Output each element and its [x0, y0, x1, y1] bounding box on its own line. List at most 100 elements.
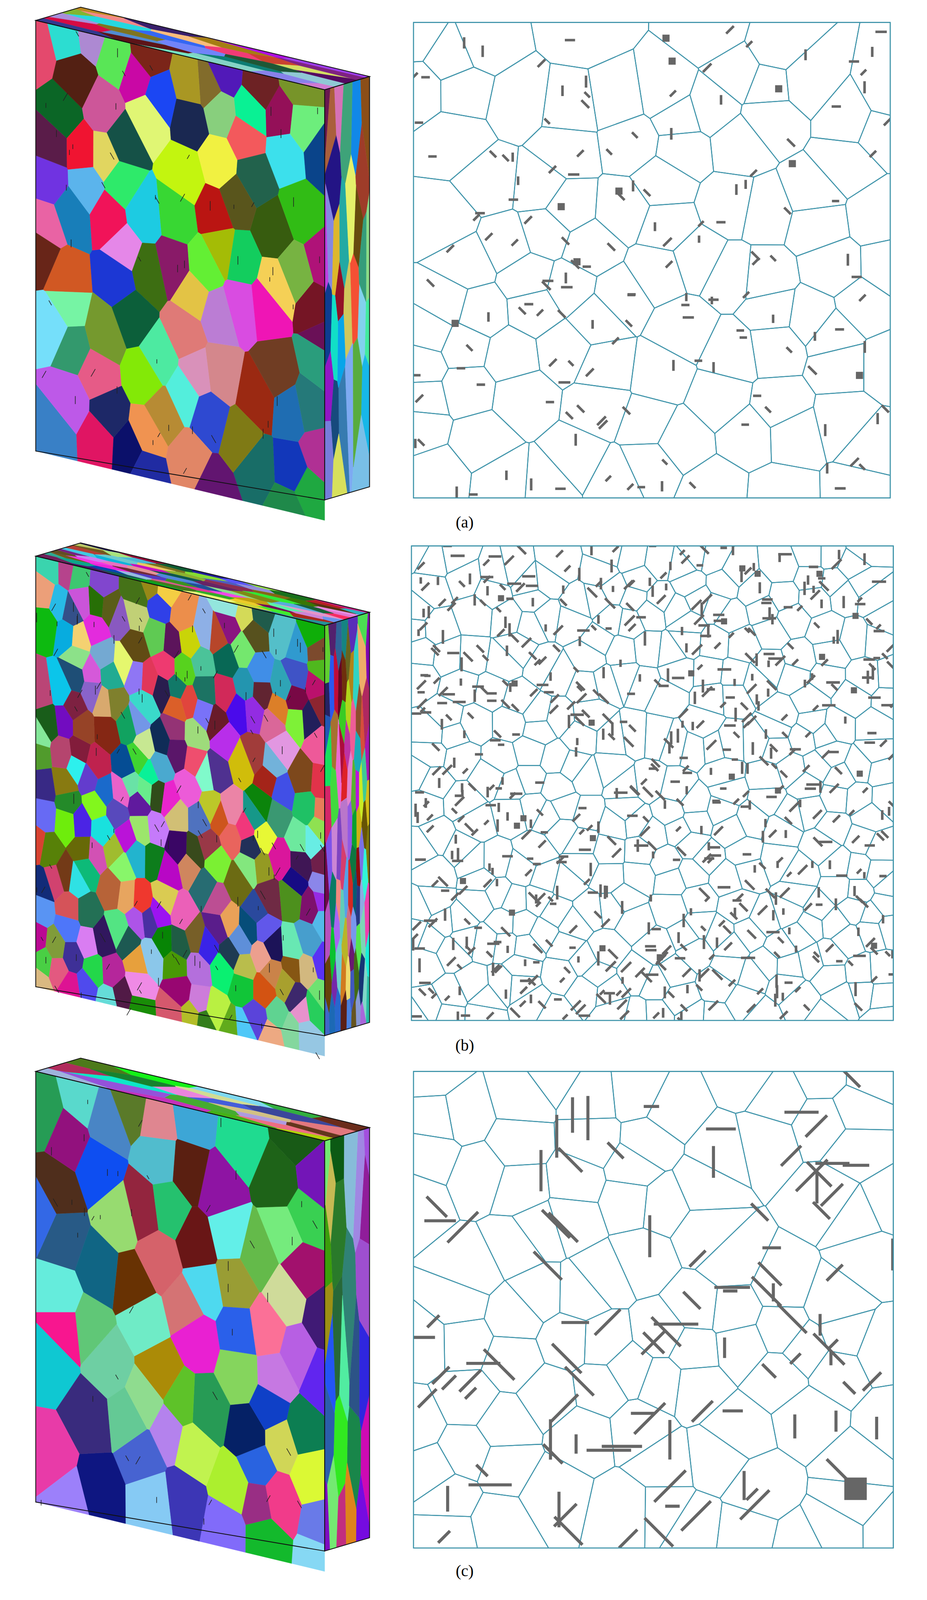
- twin-tick: [139, 618, 143, 623]
- twin-mark: [414, 803, 417, 818]
- grain-boundary: [583, 583, 610, 620]
- twin-tick: [182, 950, 187, 958]
- twin-tick: [56, 130, 57, 138]
- grain-cell: [308, 690, 325, 727]
- twin-mark: [685, 786, 688, 795]
- grain-cell: [243, 790, 266, 833]
- grain-boundary: [710, 814, 747, 849]
- twin-tick: [201, 906, 202, 913]
- box-edge: [35, 556, 326, 1037]
- grain-cell: [121, 768, 140, 800]
- grain-cell: [330, 764, 339, 829]
- grain-boundary: [558, 579, 592, 619]
- twin-mark: [615, 788, 618, 799]
- grain-boundary: [713, 931, 751, 959]
- defect-marks: [411, 546, 894, 1022]
- grain-boundary: [649, 797, 685, 826]
- twin-mark: [460, 657, 463, 672]
- twin-mark: [689, 482, 696, 489]
- grain-cell: [199, 786, 221, 827]
- twin-tick: [91, 1216, 95, 1221]
- twin-mark: [697, 664, 703, 670]
- twin-mark: [821, 659, 828, 667]
- grain-cell: [276, 69, 347, 87]
- twin-mark: [438, 876, 449, 887]
- twin-mark: [860, 69, 867, 76]
- grain-boundary: [870, 949, 894, 985]
- side-face: [324, 612, 370, 1037]
- twin-mark: [843, 716, 847, 724]
- grain-boundary: [413, 345, 449, 383]
- grain-cell: [35, 700, 59, 745]
- twin-mark: [702, 63, 712, 73]
- twin-mark: [888, 973, 894, 976]
- grain-boundary: [809, 965, 847, 997]
- grain-cell: [117, 875, 136, 917]
- twin-mark: [804, 903, 812, 911]
- twin-mark: [485, 804, 496, 807]
- twin-mark: [459, 678, 462, 686]
- grain-cell: [92, 683, 112, 721]
- grain-boundary: [441, 722, 470, 750]
- grain-cell: [58, 561, 74, 592]
- twin-mark: [832, 199, 840, 203]
- grain-boundary: [699, 624, 730, 660]
- grain-cell: [162, 694, 187, 723]
- grain-boundary: [789, 683, 832, 714]
- twin-tick: [135, 1456, 141, 1465]
- grain-boundary: [568, 940, 598, 977]
- twin-mark: [603, 992, 615, 995]
- grain-cell: [341, 649, 347, 704]
- grain-cell: [73, 855, 101, 894]
- twin-tick: [267, 421, 269, 428]
- twin-mark: [813, 622, 820, 628]
- grain-boundary: [557, 905, 594, 941]
- twin-mark: [608, 994, 612, 1005]
- twin-mark: [488, 863, 491, 872]
- twin-tick: [77, 1233, 79, 1238]
- grain-boundary: [447, 409, 527, 474]
- twin-tick: [70, 239, 72, 248]
- twin-mark: [475, 211, 485, 215]
- grain-cell: [292, 615, 333, 626]
- twin-tick: [71, 1199, 73, 1206]
- twin-mark: [455, 486, 458, 498]
- grain-boundary: [411, 883, 432, 923]
- twin-mark: [415, 394, 424, 403]
- twin-mark: [864, 741, 875, 745]
- twin-tick: [51, 604, 56, 612]
- grain-cell: [345, 1460, 357, 1546]
- grain-boundary: [512, 909, 538, 937]
- grain-cell: [274, 966, 295, 1006]
- twin-mark: [428, 988, 434, 994]
- twin-tick: [56, 621, 58, 627]
- twin-tick: [138, 637, 143, 644]
- void-mark: [662, 34, 670, 42]
- grain-boundary: [531, 800, 560, 836]
- twin-mark: [432, 880, 439, 887]
- grain-cell: [278, 879, 303, 926]
- twin-tick: [257, 906, 259, 911]
- twin-mark: [712, 801, 721, 804]
- twin-mark: [693, 691, 697, 705]
- grain-boundary: [683, 369, 753, 434]
- twin-mark: [712, 969, 723, 980]
- twin-mark: [545, 939, 553, 947]
- grain-boundary: [680, 779, 711, 814]
- grain-boundary: [577, 553, 620, 587]
- twin-mark: [491, 962, 495, 977]
- twin-tick: [96, 682, 101, 690]
- grain-boundary: [694, 171, 754, 241]
- twin-mark: [587, 891, 599, 894]
- twin-mark: [564, 967, 571, 974]
- twin-mark: [414, 121, 424, 124]
- twin-mark: [651, 851, 655, 859]
- twin-tick: [197, 726, 199, 735]
- twin-mark: [564, 272, 567, 284]
- twin-mark: [804, 49, 807, 61]
- twin-mark: [701, 679, 705, 693]
- twin-tick: [54, 985, 59, 993]
- grain-cell: [89, 378, 131, 442]
- grain-cell: [280, 1237, 325, 1304]
- twin-mark: [421, 75, 430, 79]
